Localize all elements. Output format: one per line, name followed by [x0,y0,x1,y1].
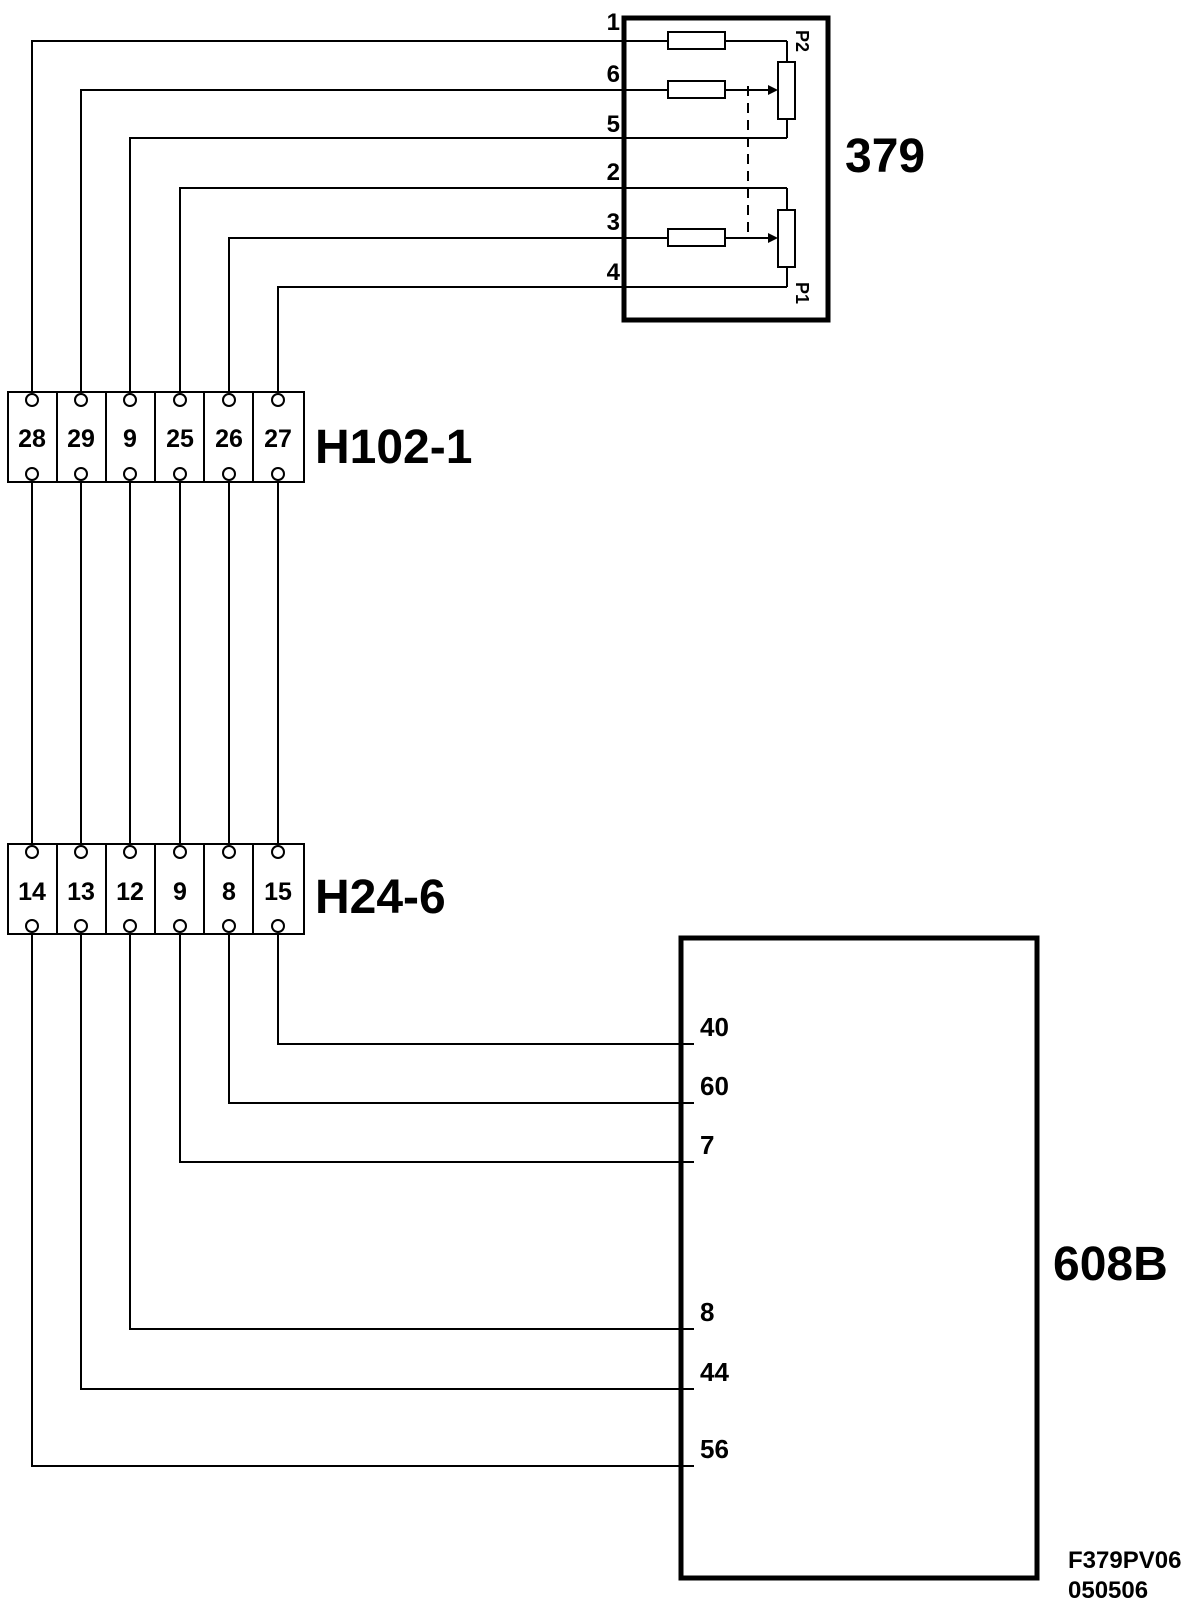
pot-label-p1: P1 [792,282,812,304]
pin-label: 60 [700,1071,729,1101]
wires-h24-to-608b [31,934,694,1467]
pin-label: 3 [607,209,620,236]
pin-label: 56 [700,1434,729,1464]
terminal-label: 27 [264,425,292,453]
terminal-circles [25,845,285,933]
terminal-circles [25,393,285,481]
pin-label: 1 [607,9,620,36]
pin-label: 6 [607,61,620,88]
terminal-label: 28 [18,425,46,453]
pin-label: 40 [700,1012,729,1042]
terminal-label: 26 [215,425,243,453]
connector-h24-6: 14 13 12 9 8 15 H24-6 [7,843,446,935]
potentiometer-p1 [777,209,796,268]
wires-h102-to-h24 [31,482,279,844]
terminal-label: 12 [116,878,144,906]
component-608b: 40 60 7 8 44 56 608B [678,935,1168,1581]
terminal-label: 14 [18,878,46,906]
pin-label: 5 [607,111,620,138]
wiper-arrow-p2 [768,85,778,95]
terminal-label: 29 [67,425,95,453]
pin-label: 2 [607,159,620,186]
terminal-label: 9 [123,425,137,453]
drawing-date: 050506 [1068,1577,1148,1604]
terminal-label: 13 [67,878,95,906]
connector-label-h102-1: H102-1 [315,421,472,474]
component-379: 1 6 5 2 3 4 P2 P1 379 [607,9,925,323]
pin-label: 4 [607,259,621,286]
internal-circuit [624,31,796,288]
drawing-code: F379PV06 [1068,1547,1181,1574]
terminal-label: 15 [264,878,292,906]
terminal-label: 9 [173,878,187,906]
connector-h102-1: 28 29 9 25 26 27 H102-1 [7,391,472,483]
wires-379-to-h102 [31,40,624,392]
terminal-label: 8 [222,878,236,906]
potentiometer-p2 [777,61,796,120]
connector-label-h24-6: H24-6 [315,871,446,924]
component-label-379: 379 [845,130,925,183]
pin-label: 44 [700,1357,729,1387]
wiper-arrow-p1 [768,233,778,243]
terminal-label: 25 [166,425,194,453]
pot-label-p2: P2 [792,30,812,52]
pin-label: 8 [700,1297,714,1327]
pin-label: 7 [700,1130,714,1160]
component-label-608b: 608B [1053,1238,1168,1291]
